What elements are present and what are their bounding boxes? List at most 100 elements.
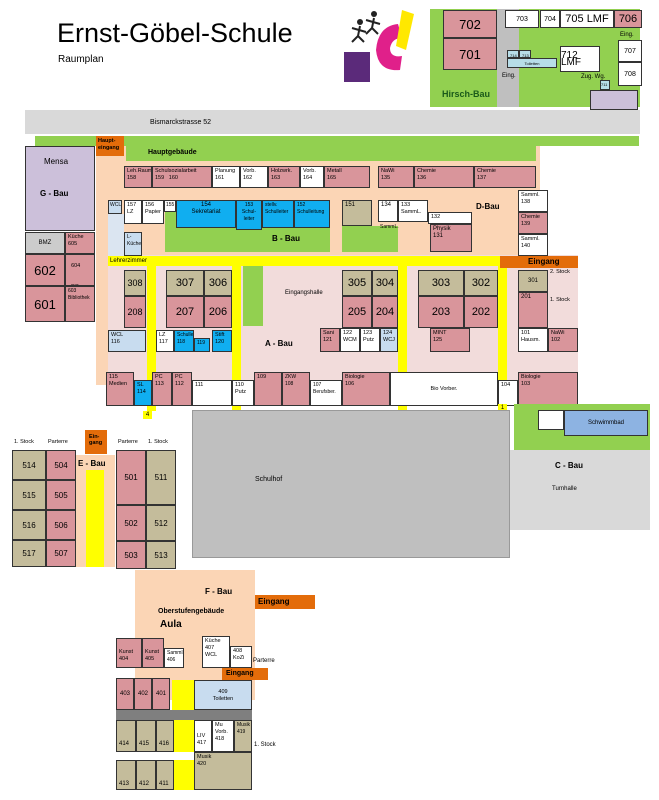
room-163[interactable]: Holzwrk. 163 <box>268 166 300 188</box>
room-419[interactable]: Musik 419 <box>234 720 252 752</box>
room-115[interactable]: 115 Medien <box>106 372 134 406</box>
room-164[interactable]: Vorb. 164 <box>300 166 324 188</box>
room-135[interactable]: NaWi 135 <box>378 166 414 188</box>
room-bio-vorb[interactable]: Bio Vorber. <box>390 372 498 406</box>
room-505[interactable]: 505 <box>46 480 76 510</box>
room-109[interactable]: 109 <box>254 372 282 406</box>
room-412[interactable]: 412 <box>136 760 156 790</box>
room-712[interactable]: 712 LMF <box>560 46 600 72</box>
room-116[interactable]: WCL 116 <box>108 330 146 352</box>
eingang-f[interactable] <box>255 595 315 609</box>
room-158[interactable]: Leh.Raum 158 <box>124 166 152 188</box>
room-131[interactable]: Physik 131 <box>430 224 472 252</box>
room-307[interactable]: 307 <box>166 270 204 296</box>
room-511[interactable]: 511 <box>146 450 176 505</box>
room-162[interactable]: Vorb. 162 <box>240 166 268 188</box>
room-206[interactable]: 206 <box>204 296 232 328</box>
room-301[interactable]: 301 <box>518 270 548 292</box>
room-103[interactable]: Biologie 103 <box>518 372 578 406</box>
room-124[interactable]: 124 WCJ <box>380 328 398 352</box>
room-706[interactable]: 706 <box>614 10 642 28</box>
room-112[interactable]: PC 112 <box>172 372 192 406</box>
room-207[interactable]: 207 <box>166 296 204 328</box>
room-501[interactable]: 501 <box>116 450 146 505</box>
room-704[interactable]: 704 <box>540 10 560 28</box>
room-102[interactable]: NaWi 102 <box>548 328 578 352</box>
room-204[interactable]: 204 <box>372 296 398 328</box>
room-713[interactable]: 713 <box>519 50 531 58</box>
room-417[interactable]: LIV 417 <box>194 720 212 752</box>
room-703[interactable]: 703 <box>505 10 539 28</box>
room-125[interactable]: MINT 125 <box>430 328 470 352</box>
room-303[interactable]: 303 <box>418 270 464 296</box>
room-119[interactable]: 119 <box>194 338 210 352</box>
room-705[interactable]: 705 LMF <box>560 10 614 28</box>
room-132[interactable]: 132 <box>428 212 472 224</box>
room-106[interactable]: Biologie 106 <box>342 372 390 406</box>
room-120[interactable]: Stift 120 <box>212 330 232 352</box>
room-159-160[interactable]: Schulsozialarbeit 159 160 <box>152 166 212 188</box>
room-411[interactable]: 411 <box>156 760 174 790</box>
room-121[interactable]: Sani 121 <box>320 328 340 352</box>
room-514[interactable]: 514 <box>12 450 46 480</box>
room-156[interactable]: 156 Papier <box>142 200 164 224</box>
room-134[interactable]: 134 <box>378 200 398 222</box>
room-711[interactable]: 711 <box>600 80 610 90</box>
room-406[interactable]: Samml. 406 <box>164 648 184 668</box>
room-111[interactable]: 111 <box>192 380 232 406</box>
room-707[interactable]: 707 <box>618 40 642 62</box>
room-113[interactable]: PC 113 <box>152 372 172 406</box>
eingang-right[interactable] <box>500 256 578 268</box>
room-138[interactable]: Samml. 138 <box>518 190 548 212</box>
room-151[interactable]: 151 <box>342 200 372 226</box>
room-304[interactable]: 304 <box>372 270 398 296</box>
room-157[interactable]: 157 LZ <box>124 200 142 224</box>
room-506[interactable]: 506 <box>46 510 76 540</box>
room-702[interactable]: 702 <box>443 10 497 38</box>
room-302[interactable]: 302 <box>464 270 498 296</box>
room-512[interactable]: 512 <box>146 505 176 541</box>
room-416[interactable]: 416 <box>156 720 174 752</box>
toiletten-hirsch[interactable]: Toiletten <box>507 58 557 68</box>
room-308[interactable]: 308 <box>124 270 146 296</box>
room-117[interactable]: LZ 117 <box>156 330 174 352</box>
room-123[interactable]: 123 Putz <box>360 328 380 352</box>
room-515[interactable]: 515 <box>12 480 46 510</box>
haupteingang-box[interactable] <box>96 136 124 156</box>
room-604[interactable]: 604 PC <box>65 254 95 286</box>
room-408[interactable]: 408 KoZi <box>230 646 252 668</box>
room-155[interactable]: 155 <box>164 200 176 212</box>
room-701[interactable]: 701 <box>443 38 497 70</box>
room-203[interactable]: 203 <box>418 296 464 328</box>
room-140[interactable]: Samml. 140 <box>518 234 548 256</box>
room-403[interactable]: 403 <box>116 678 134 710</box>
room-108[interactable]: ZKW 108 <box>282 372 310 406</box>
room-418[interactable]: Mu Vorb. 418 <box>212 720 234 752</box>
room-122[interactable]: 122 WCM <box>340 328 360 352</box>
room-605[interactable]: Küche 605 <box>65 232 95 254</box>
room-517[interactable]: 517 <box>12 540 46 567</box>
room-bmz[interactable]: BMZ <box>25 232 65 254</box>
room-401[interactable]: 401 <box>152 678 170 710</box>
room-413[interactable]: 413 <box>116 760 136 790</box>
room-165[interactable]: Metall 165 <box>324 166 370 188</box>
room-152[interactable]: 152 Schulleitung <box>294 200 330 228</box>
room-714[interactable]: 714 <box>507 50 519 58</box>
room-lkueche[interactable]: L- Küche <box>124 232 142 256</box>
room-502[interactable]: 502 <box>116 505 146 541</box>
room-208[interactable]: 208 <box>124 296 146 328</box>
room-201[interactable]: 201 <box>518 292 548 328</box>
room-wcl-top[interactable]: WCL <box>108 200 122 214</box>
room-stellv[interactable]: stellv. Schulleiter <box>262 200 294 228</box>
room-503[interactable]: 503 <box>116 541 146 569</box>
room-420[interactable]: Musik 420 <box>194 752 252 790</box>
room-305[interactable]: 305 <box>342 270 372 296</box>
room-414[interactable]: 414 <box>116 720 136 752</box>
room-601[interactable]: 601 <box>25 286 65 322</box>
room-504[interactable]: 504 <box>46 450 76 480</box>
room-139[interactable]: Chemie 139 <box>518 212 548 234</box>
room-404[interactable]: Kunst 404 <box>116 638 142 668</box>
room-136[interactable]: Chemie 136 <box>414 166 474 188</box>
room-507[interactable]: 507 <box>46 540 76 567</box>
room-603[interactable]: 603 Bibliothek <box>65 286 95 322</box>
